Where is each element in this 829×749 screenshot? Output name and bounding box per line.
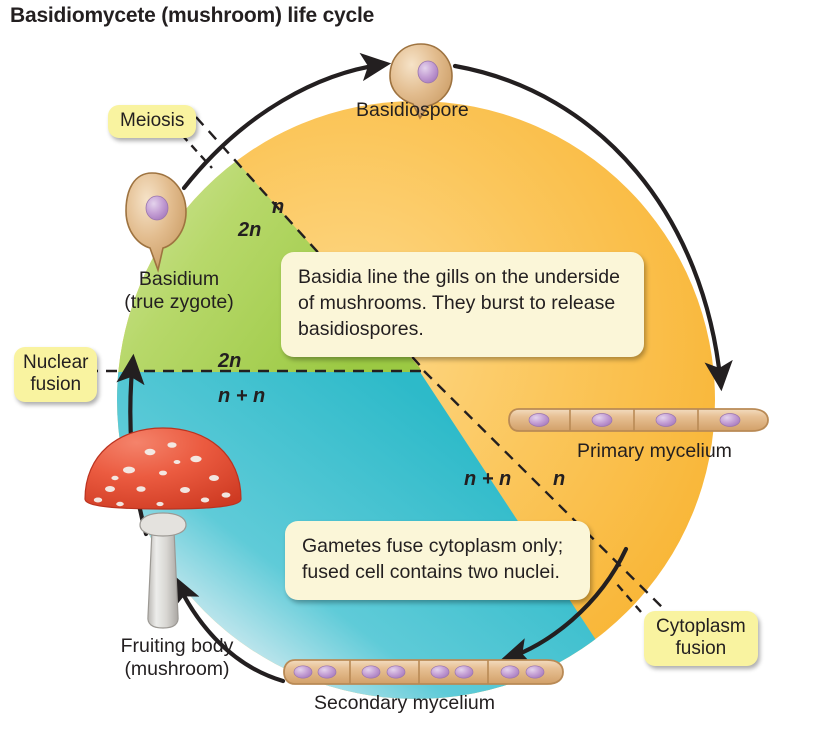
- tag-nuclear-fusion-line2: fusion: [30, 374, 82, 396]
- tag-nuclear-fusion-line1: Nuclear: [23, 352, 89, 373]
- tag-cytoplasm-fusion-line1: Cytoplasm: [656, 616, 746, 637]
- basidium-nucleus: [145, 195, 169, 221]
- fruiting-body-illustration: [84, 427, 242, 629]
- cycle-arrows: [116, 52, 733, 684]
- arrow-secondary-to-fruiting-body: [173, 575, 286, 684]
- ploidy-label-n-haploid-low: n: [553, 468, 566, 490]
- tag-meiosis[interactable]: Meiosis: [108, 105, 197, 139]
- arrow-spore-to-primary: [452, 63, 733, 392]
- callout-gametes: Gametes fuse cytoplasm only; fused cell …: [285, 521, 590, 600]
- ploidy-label-n-haploid-top: n: [272, 196, 285, 218]
- tag-cytoplasm-fusion-line2: fusion: [675, 638, 727, 660]
- tag-meiosis-label: Meiosis: [120, 110, 185, 131]
- cytoplasm-fusion-boundary: [423, 370, 681, 626]
- callout-basidia: Basidia line the gills on the underside …: [281, 252, 644, 357]
- label-basidiospore: Basidiospore: [356, 99, 469, 121]
- ploidy-label-2n-diploid-top: 2n: [238, 219, 262, 241]
- arrow-basidium-to-spore: [181, 52, 392, 191]
- basidiospore-illustration: [389, 43, 453, 120]
- cytoplasm-fusion-leader: [615, 582, 642, 613]
- mushroom-cap: [84, 427, 242, 510]
- tag-nuclear-fusion[interactable]: Nuclear fusion: [14, 347, 98, 403]
- label-basidium-line2: (true zygote): [124, 291, 234, 314]
- meiosis-leader: [181, 134, 213, 169]
- primary-mycelium-illustration: [508, 408, 769, 432]
- label-fruiting-body-line1: Fruiting body: [120, 635, 234, 657]
- basidium-illustration: [125, 172, 187, 273]
- ploidy-label-2n-diploid-mid: 2n: [218, 350, 242, 372]
- arrow-primary-to-secondary: [499, 546, 629, 666]
- page-title: Basidiomycete (mushroom) life cycle: [10, 4, 375, 27]
- ploidy-label-n-plus-n-low: n + n: [464, 468, 512, 490]
- secondary-mycelium-illustration: [283, 659, 564, 685]
- label-basidium: Basidium (true zygote): [104, 268, 254, 315]
- mushroom-ring: [139, 512, 187, 537]
- ploidy-label-n-plus-n-mid: n + n: [218, 385, 266, 407]
- label-primary-mycelium: Primary mycelium: [577, 440, 732, 462]
- label-fruiting-body: Fruiting body (mushroom): [97, 635, 257, 682]
- label-fruiting-body-line2: (mushroom): [124, 658, 230, 681]
- tag-cytoplasm-fusion[interactable]: Cytoplasm fusion: [644, 611, 758, 667]
- label-basidium-line1: Basidium: [138, 268, 220, 290]
- spore-nucleus: [417, 60, 439, 84]
- label-secondary-mycelium: Secondary mycelium: [314, 692, 495, 714]
